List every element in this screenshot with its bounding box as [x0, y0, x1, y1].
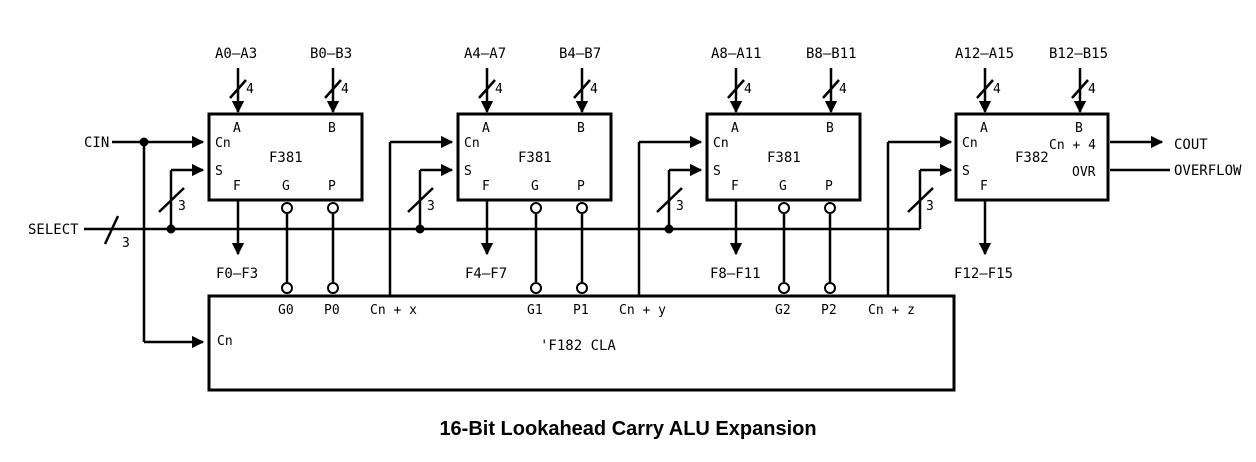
- chip4-name: F382: [1015, 150, 1049, 166]
- chip4-pin-cn: Cn: [962, 136, 978, 151]
- chip3-pin-s: S: [713, 164, 721, 179]
- chip1-b-width: 4: [341, 82, 349, 97]
- wiring: [84, 68, 1170, 349]
- chip1-pin-g: G: [282, 179, 290, 194]
- chip2-name: F381: [518, 150, 552, 166]
- cla-pin-p2: P2: [821, 303, 837, 318]
- cin-label: CIN: [84, 135, 109, 151]
- chip1-pin-f: F: [233, 179, 241, 194]
- chip2-f-bus: F4–F7: [465, 266, 507, 282]
- chip1-pin-b: B: [328, 121, 336, 136]
- chip3-pin-f: F: [731, 179, 739, 194]
- chip3-pin-p: P: [825, 179, 833, 194]
- cla-pin-cnz: Cn + z: [868, 303, 915, 318]
- chip4-b-width: 4: [1088, 82, 1096, 97]
- cla-pin-cn: Cn: [217, 334, 233, 349]
- cla-pin-cny: Cn + y: [619, 303, 666, 318]
- chip-box-4: [954, 112, 1110, 202]
- chip1-pin-cn: Cn: [215, 136, 231, 151]
- figure-caption: 16-Bit Lookahead Carry ALU Expansion: [439, 418, 817, 440]
- cla-box: [207, 294, 956, 392]
- chip1-pin-a: A: [233, 121, 241, 136]
- chip-box-2: [456, 112, 613, 202]
- chip3-f-bus: F8–F11: [710, 266, 761, 282]
- chip4-pin-cn4: Cn + 4: [1049, 138, 1096, 153]
- select-label: SELECT: [28, 222, 79, 238]
- cla-pin-g0: G0: [278, 303, 294, 318]
- cla-pin-cnx: Cn + x: [370, 303, 417, 318]
- chip4-pin-ovr: OVR: [1072, 165, 1096, 180]
- chip1-pin-p: P: [328, 179, 336, 194]
- chip1-a-bus: A0–A3: [215, 46, 257, 62]
- overflow-label: OVERFLOW: [1174, 163, 1242, 179]
- chip1-b-bus: B0–B3: [310, 46, 352, 62]
- chip3-pin-cn: Cn: [713, 136, 729, 151]
- chip2-sel-width: 3: [427, 199, 435, 214]
- chip3-name: F381: [767, 150, 801, 166]
- chip4-pin-s: S: [962, 164, 970, 179]
- chip3-a-bus: A8–A11: [711, 46, 762, 62]
- cla-pin-p0: P0: [324, 303, 340, 318]
- chip3-pin-b: B: [826, 121, 834, 136]
- chip-box-3: [705, 112, 862, 202]
- chip4-pin-b: B: [1075, 121, 1083, 136]
- chip2-b-bus: B4–B7: [559, 46, 601, 62]
- chip4-pin-f: F: [980, 179, 988, 194]
- chip3-sel-width: 3: [676, 199, 684, 214]
- chip1-pin-s: S: [215, 164, 223, 179]
- cout-label: COUT: [1174, 137, 1208, 153]
- chip4-sel-width: 3: [926, 199, 934, 214]
- chip4-f-bus: F12–F15: [954, 266, 1013, 282]
- chip4-pin-a: A: [980, 121, 988, 136]
- cla-pin-p1: P1: [573, 303, 589, 318]
- chip3-b-width: 4: [839, 82, 847, 97]
- cla-name: 'F182 CLA: [540, 338, 616, 354]
- gp-bubbles: [281, 202, 836, 294]
- cla-pin-g1: G1: [527, 303, 543, 318]
- chip4-a-bus: A12–A15: [955, 46, 1014, 62]
- chip1-sel-width: 3: [178, 199, 186, 214]
- chip3-pin-a: A: [731, 121, 739, 136]
- cla-pin-g2: G2: [775, 303, 791, 318]
- chip2-pin-g: G: [531, 179, 539, 194]
- chip2-pin-f: F: [482, 179, 490, 194]
- chip2-a-width: 4: [495, 82, 503, 97]
- chip1-name: F381: [269, 150, 303, 166]
- chip2-pin-b: B: [577, 121, 585, 136]
- chip2-pin-p: P: [577, 179, 585, 194]
- chip3-b-bus: B8–B11: [806, 46, 857, 62]
- chip3-pin-g: G: [779, 179, 787, 194]
- chip2-a-bus: A4–A7: [464, 46, 506, 62]
- chip4-a-width: 4: [993, 82, 1001, 97]
- chip4-b-bus: B12–B15: [1049, 46, 1108, 62]
- chip2-pin-s: S: [464, 164, 472, 179]
- chip-box-1: [207, 112, 364, 202]
- chip2-pin-a: A: [482, 121, 490, 136]
- chip1-f-bus: F0–F3: [216, 266, 258, 282]
- chip2-b-width: 4: [590, 82, 598, 97]
- chip1-a-width: 4: [246, 82, 254, 97]
- chip3-a-width: 4: [744, 82, 752, 97]
- select-width: 3: [122, 236, 130, 251]
- chip2-pin-cn: Cn: [464, 136, 480, 151]
